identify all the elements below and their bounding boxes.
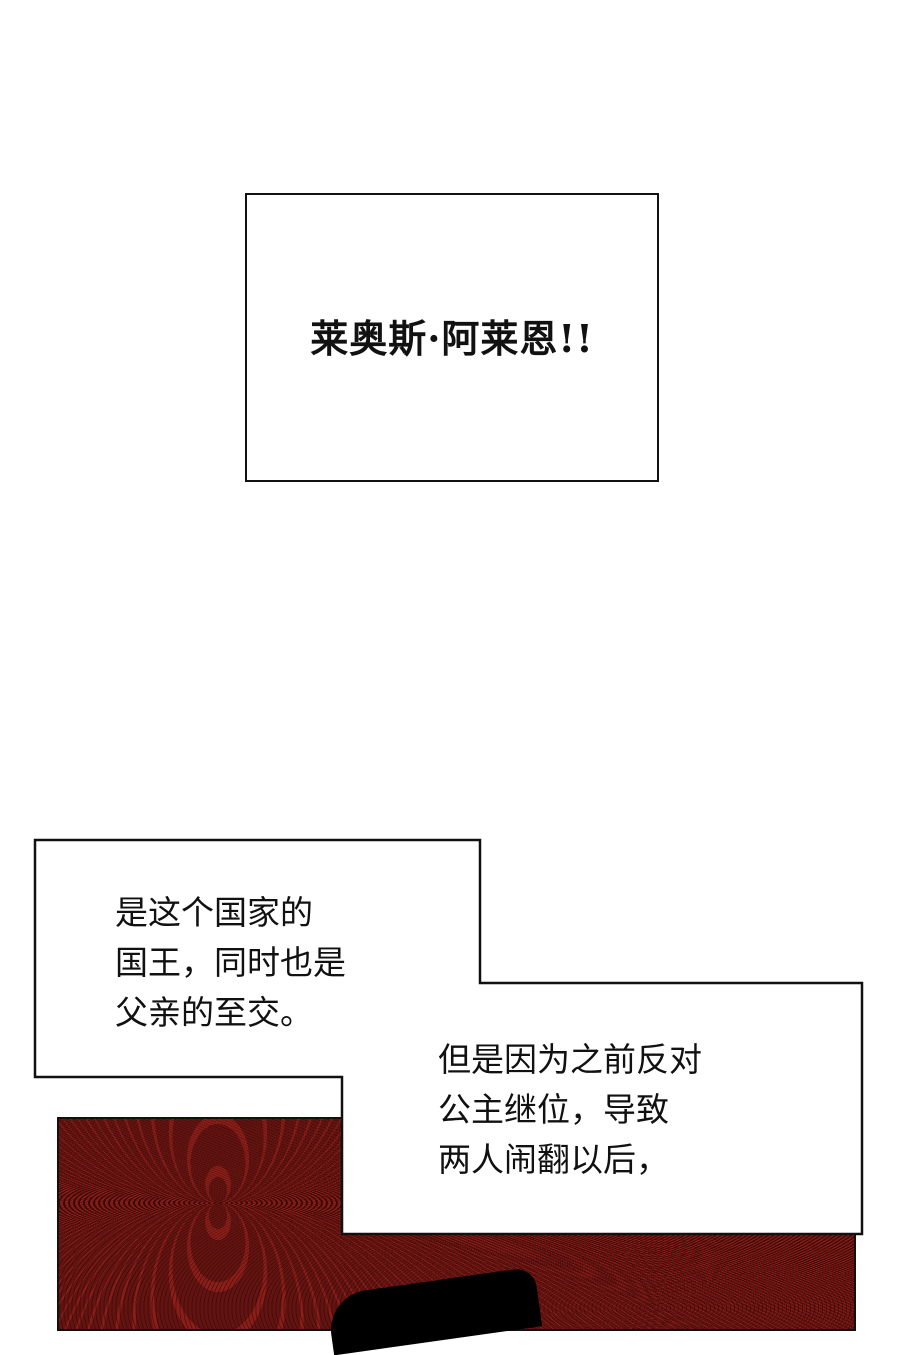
title-caption-text: 莱奥斯·阿莱恩!! [310, 315, 594, 361]
caption-2-line: 但是因为之前反对 [438, 1040, 702, 1079]
caption-2: 但是因为之前反对 公主继位，导致 两人闹翻以后， [438, 1035, 702, 1185]
caption-2-line: 公主继位，导致 [438, 1090, 669, 1129]
caption-2-line: 两人闹翻以后， [438, 1140, 669, 1179]
caption-1-line: 父亲的至交。 [115, 993, 313, 1032]
narration-caption-boxes [33, 838, 864, 1236]
caption-outline [33, 838, 864, 1236]
caption-1-line: 是这个国家的 [115, 893, 313, 932]
caption-1: 是这个国家的 国王，同时也是 父亲的至交。 [115, 888, 346, 1038]
caption-1-line: 国王，同时也是 [115, 943, 346, 982]
title-caption-box: 莱奥斯·阿莱恩!! [245, 193, 659, 482]
